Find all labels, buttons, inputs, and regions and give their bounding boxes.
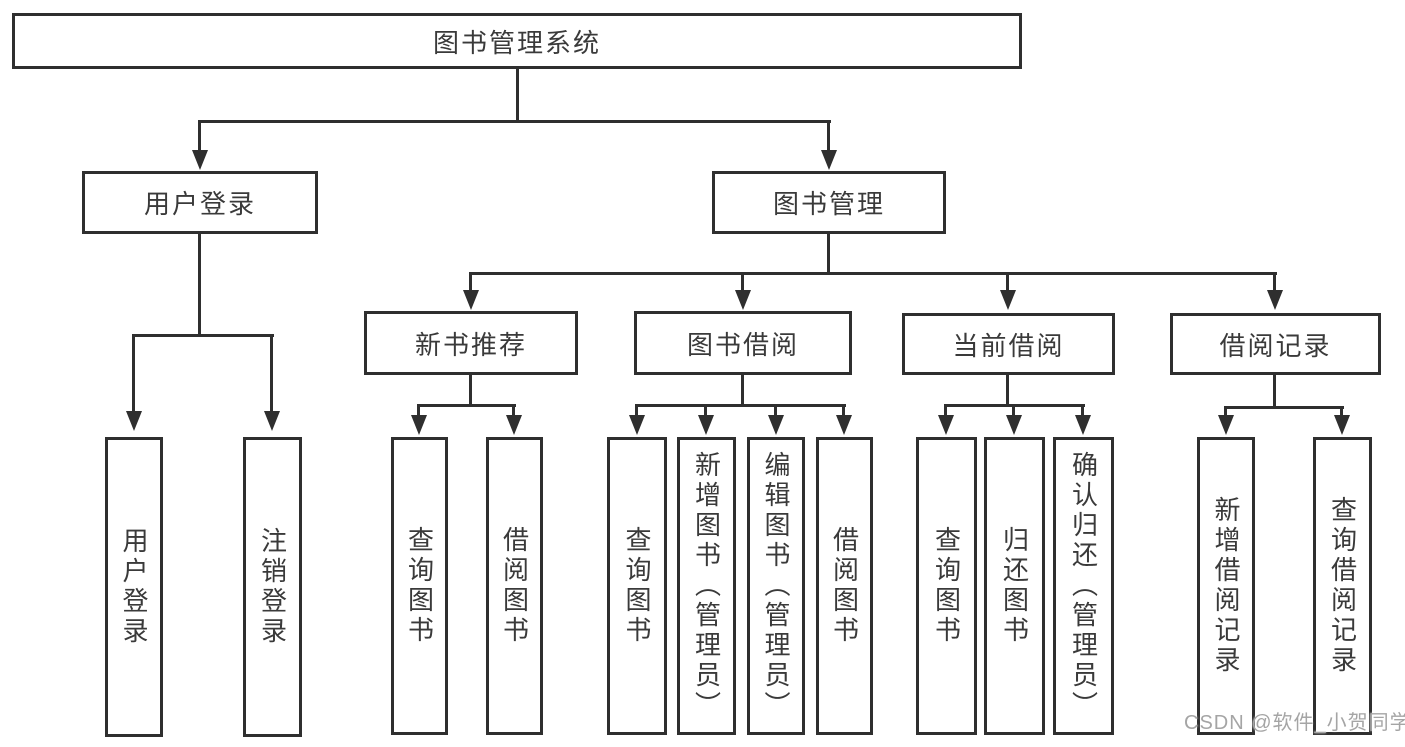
node-new-book-recommend: 新书推荐	[364, 311, 578, 375]
arrow-records-child-2	[1340, 406, 1343, 416]
arrow-to-book-mgmt	[827, 120, 830, 151]
node-leaf-logout: 注销登录	[243, 437, 302, 737]
connector-root-stem	[516, 69, 519, 123]
node-current-borrow: 当前借阅	[902, 313, 1115, 375]
arrow-to-new-book-rec	[469, 272, 472, 291]
connector-records-hline	[1224, 406, 1344, 409]
node-leaf-rec-query-books: 查询图书	[391, 437, 448, 735]
connector-user-login-stem	[198, 234, 201, 337]
node-leaf-rec-borrow-books: 借阅图书	[486, 437, 543, 735]
csdn-watermark: CSDN @软件_小贺同学	[1184, 712, 1405, 734]
arrow-rec-child-2	[512, 404, 515, 416]
arrow-current-child-1	[944, 404, 947, 416]
arrow-current-child-3	[1081, 404, 1084, 416]
node-leaf-borrow-books: 借阅图书	[816, 437, 873, 735]
arrow-to-leaf-logout	[270, 334, 273, 412]
connector-records-stem	[1273, 375, 1276, 408]
arrow-borrow-child-4	[842, 404, 845, 416]
connector-user-login-hline	[132, 334, 274, 337]
node-root: 图书管理系统	[12, 13, 1022, 69]
arrow-to-book-borrow	[741, 272, 744, 291]
connector-book-mgmt-stem	[827, 234, 830, 275]
node-leaf-return-books: 归还图书	[984, 437, 1045, 735]
node-leaf-query-borrow-record: 查询借阅记录	[1313, 437, 1372, 735]
arrow-borrow-child-3	[774, 404, 777, 416]
connector-borrow-hline	[635, 404, 846, 407]
arrow-to-current-borrow	[1006, 272, 1009, 291]
node-leaf-edit-books-admin: 编辑图书（管理员）	[747, 437, 805, 735]
arrow-borrow-child-2	[704, 404, 707, 416]
node-user-login: 用户登录	[82, 171, 318, 234]
node-book-management: 图书管理	[712, 171, 946, 234]
node-leaf-add-borrow-record: 新增借阅记录	[1197, 437, 1255, 735]
arrow-current-child-2	[1012, 404, 1015, 416]
arrow-to-borrow-records	[1273, 272, 1276, 291]
node-book-borrow: 图书借阅	[634, 311, 852, 375]
connector-level2-hline	[198, 120, 831, 123]
arrow-rec-child-1	[417, 404, 420, 416]
connector-current-stem	[1006, 375, 1009, 407]
arrow-borrow-child-1	[635, 404, 638, 416]
arrow-to-leaf-user-login	[132, 334, 135, 412]
arrow-to-user-login	[198, 120, 201, 151]
node-borrow-records: 借阅记录	[1170, 313, 1381, 375]
node-leaf-user-login: 用户登录	[105, 437, 163, 737]
node-leaf-add-books-admin: 新增图书（管理员）	[677, 437, 736, 735]
connector-rec-stem	[469, 375, 472, 407]
arrow-records-child-1	[1224, 406, 1227, 416]
node-leaf-confirm-return-admin: 确认归还（管理员）	[1053, 437, 1114, 735]
node-leaf-current-query-books: 查询图书	[916, 437, 977, 735]
node-leaf-borrow-query-books: 查询图书	[607, 437, 667, 735]
connector-rec-hline	[417, 404, 516, 407]
connector-borrow-stem	[741, 375, 744, 407]
connector-level3-hline	[469, 272, 1277, 275]
